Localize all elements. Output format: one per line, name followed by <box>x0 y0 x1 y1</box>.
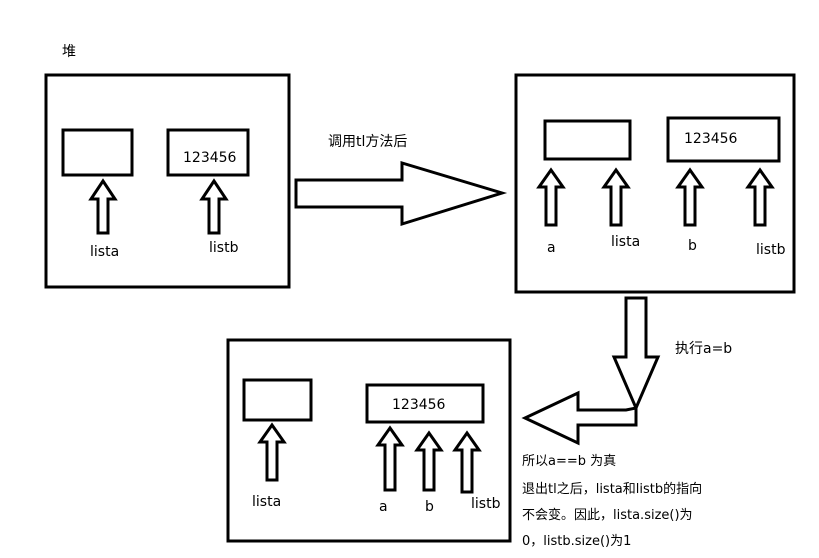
up-arrow-lista-3 <box>257 422 287 482</box>
lista-label-3: lista <box>252 494 282 510</box>
lista-label-1: lista <box>90 244 120 260</box>
empty-box-2 <box>543 119 632 161</box>
a-label-3: a <box>379 499 388 515</box>
up-arrow-b-2 <box>675 167 705 227</box>
note-line-4: 0，listb.size()为1 <box>522 534 632 549</box>
elbow-down-left-arrow <box>611 296 661 412</box>
lista-box-1 <box>61 128 134 177</box>
listb-label-2: listb <box>756 242 786 258</box>
up-arrow-lista-2 <box>601 167 631 227</box>
b-label-3: b <box>425 499 434 515</box>
big-right-arrow <box>294 160 508 227</box>
value-text-1: 123456 <box>183 150 237 166</box>
arrow-caption-2: 执行a=b <box>675 341 733 357</box>
arrow-caption-1: 调用tl方法后 <box>328 134 408 150</box>
up-arrow-listb-2 <box>745 167 775 227</box>
a-label-2: a <box>547 240 556 256</box>
note-line-2: 退出tl之后，lista和listb的指向 <box>522 482 703 497</box>
up-arrow-a-2 <box>536 167 566 227</box>
listb-label-3: listb <box>471 496 501 512</box>
up-arrow-listb-1 <box>199 178 229 235</box>
value-box-3 <box>365 383 485 424</box>
value-text-3: 123456 <box>392 397 446 413</box>
up-arrow-b-3 <box>414 430 444 492</box>
note-line-3: 不会变。因此，lista.size()为 <box>522 508 693 523</box>
elbow-left-arrow <box>521 390 638 446</box>
up-arrow-lista-1 <box>88 178 118 235</box>
listb-label-1: listb <box>209 240 239 256</box>
note-line-1: 所以a==b 为真 <box>522 454 617 469</box>
listb-box-1 <box>166 128 250 177</box>
heap-label: 堆 <box>62 44 76 60</box>
up-arrow-listb-3 <box>452 430 482 494</box>
value-box-2 <box>666 116 781 163</box>
value-text-2: 123456 <box>684 131 738 147</box>
up-arrow-a-3 <box>375 425 405 492</box>
b-label-2: b <box>688 238 697 254</box>
heap-panel-1 <box>44 73 291 289</box>
lista-box-3 <box>242 378 313 422</box>
lista-label-2: lista <box>611 234 641 250</box>
